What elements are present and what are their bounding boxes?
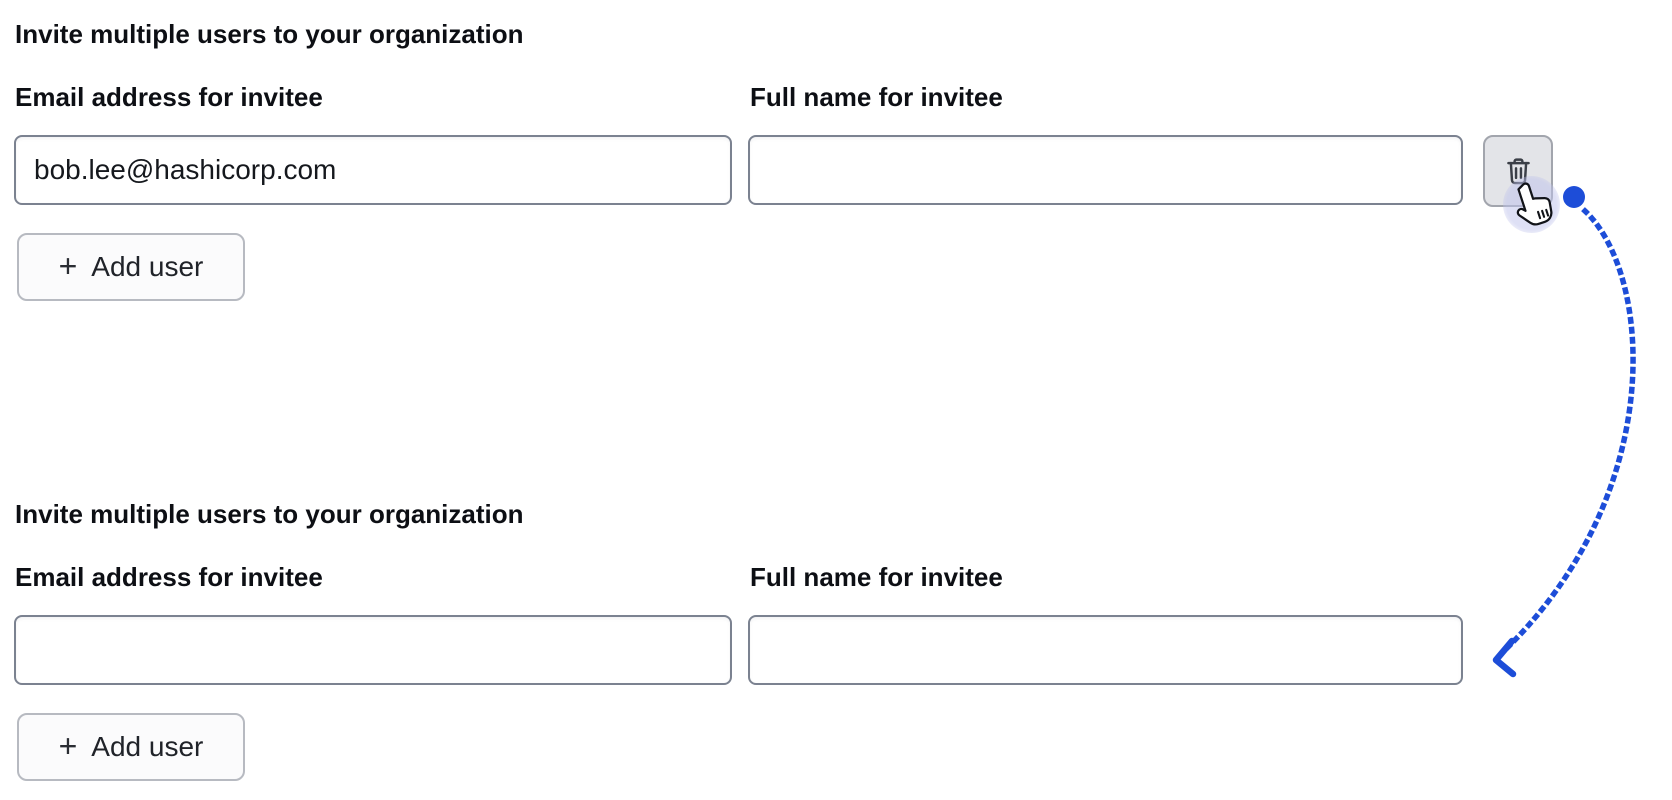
trash-icon (1503, 155, 1534, 188)
full-name-label: Full name for invitee (750, 82, 1003, 112)
plus-icon: + (58, 248, 78, 284)
email-input[interactable] (14, 615, 732, 685)
full-name-input[interactable] (748, 615, 1463, 685)
form-heading: Invite multiple users to your organizati… (15, 19, 524, 49)
full-name-label: Full name for invitee (750, 562, 1003, 592)
email-input[interactable] (14, 135, 732, 205)
add-user-button[interactable]: + Add user (17, 233, 245, 301)
full-name-input[interactable] (748, 135, 1463, 205)
invite-form-after: Invite multiple users to your organizati… (0, 480, 1672, 800)
add-user-label: Add user (91, 251, 204, 282)
delete-row-button[interactable] (1483, 135, 1553, 207)
invite-form-before: Invite multiple users to your organizati… (14, 19, 1553, 301)
plus-icon: + (58, 728, 78, 764)
form-heading: Invite multiple users to your organizati… (15, 499, 524, 529)
add-user-button[interactable]: + Add user (17, 713, 245, 781)
email-label: Email address for invitee (15, 82, 323, 112)
email-label: Email address for invitee (15, 562, 323, 592)
add-user-label: Add user (91, 731, 204, 762)
